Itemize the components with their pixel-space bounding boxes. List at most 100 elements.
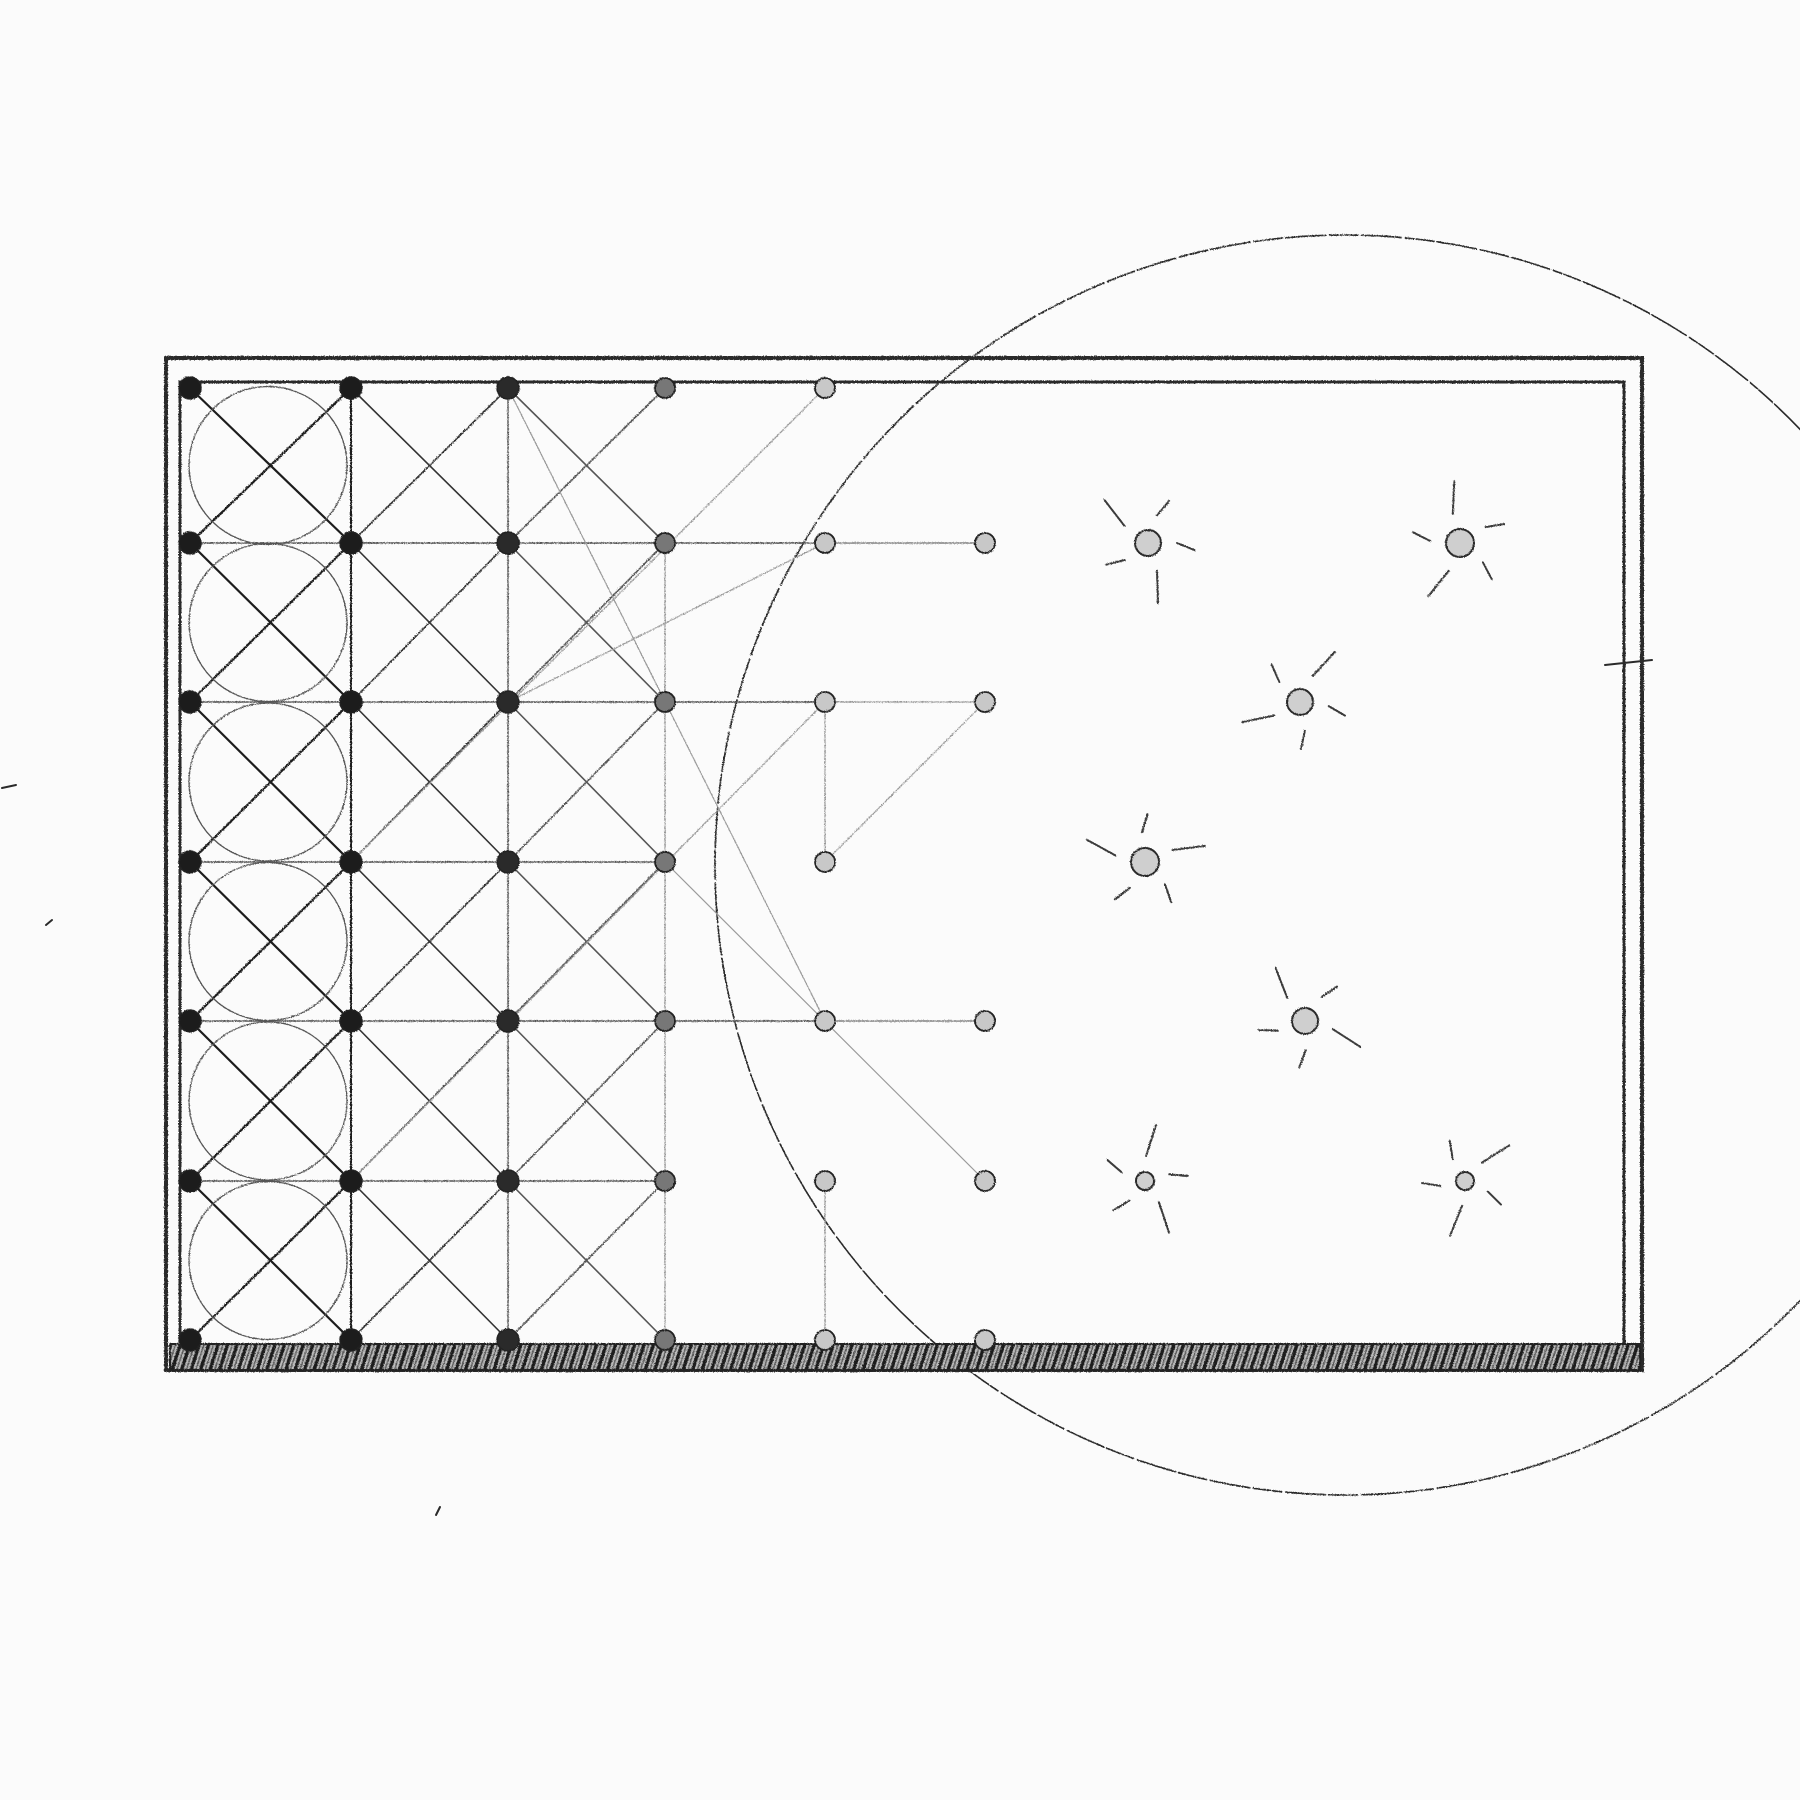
scribble-mark	[1155, 499, 1171, 517]
scribble-mark	[1484, 523, 1506, 529]
lattice-node	[178, 376, 202, 400]
lattice-node	[178, 1328, 202, 1352]
scribble-mark	[1270, 663, 1281, 683]
lattice-diagonal	[507, 542, 826, 703]
lattice-node	[178, 690, 202, 714]
lattice-diagonal	[350, 387, 509, 544]
lattice-node	[974, 532, 996, 554]
lattice-node	[814, 851, 836, 873]
lattice-node	[814, 377, 836, 399]
large-background-circle	[714, 234, 1800, 1496]
scribble-mark	[1157, 1200, 1170, 1234]
blob-node	[1445, 528, 1475, 558]
scribble-mark	[1163, 883, 1173, 904]
lattice-node	[339, 1169, 363, 1193]
scribble-mark	[1103, 499, 1126, 527]
scribble-mark	[1112, 1199, 1131, 1212]
lattice-diagonal	[189, 542, 352, 703]
lattice-node	[178, 1169, 202, 1193]
scribble-mark	[1327, 705, 1346, 717]
lattice-node	[496, 850, 520, 874]
scribble-mark	[1113, 886, 1131, 901]
scribble-mark	[1331, 1028, 1362, 1048]
lattice-node	[814, 691, 836, 713]
lattice-node	[178, 1009, 202, 1033]
outline-circle	[188, 385, 348, 546]
scribble-mark	[1241, 714, 1276, 724]
outline-circle	[188, 542, 348, 703]
lattice-node	[814, 1329, 836, 1351]
lattice-diagonal	[507, 387, 666, 544]
scribble-mark	[1311, 650, 1336, 677]
outline-circle	[188, 1180, 348, 1341]
outline-circle	[188, 861, 348, 1022]
double-frame	[164, 356, 1644, 1372]
lattice-node	[339, 376, 363, 400]
lattice-node	[654, 1170, 676, 1192]
lattice-node	[178, 531, 202, 555]
lattice-node	[496, 531, 520, 555]
scribble-mark	[1155, 569, 1159, 605]
scribble-mark	[1145, 1124, 1158, 1158]
lattice-node	[178, 850, 202, 874]
scribble-mark	[1451, 480, 1456, 515]
lattice-node	[496, 1328, 520, 1352]
lattice-diagonal	[189, 1020, 352, 1182]
outline-circle	[188, 1021, 348, 1181]
lattice-diagonal	[189, 387, 352, 544]
lattice-node	[814, 1170, 836, 1192]
lattice-node	[654, 1010, 676, 1032]
lattice-node	[339, 850, 363, 874]
lattice-node	[496, 376, 520, 400]
scribble-mark	[1141, 813, 1149, 834]
lattice-node	[654, 532, 676, 554]
lattice-diagonal	[350, 861, 509, 1022]
scribble-mark	[1176, 542, 1196, 552]
lattice-node	[339, 1009, 363, 1033]
lattice-node	[974, 691, 996, 713]
lattice-node	[814, 532, 836, 554]
lattice-node	[974, 1329, 996, 1351]
lattice-diagonal	[507, 542, 666, 703]
blob-node	[1130, 847, 1160, 877]
hatched-bottom-border	[169, 1343, 1641, 1371]
lattice-node	[654, 377, 676, 399]
lattice-node	[339, 1328, 363, 1352]
lattice-node	[496, 1169, 520, 1193]
scribble-mark	[1480, 1144, 1511, 1164]
lattice-diagonal	[189, 861, 352, 1022]
lattice-diagonal	[350, 542, 509, 703]
scribble-mark	[1320, 985, 1339, 999]
lattice-node	[654, 691, 676, 713]
lattice-node	[496, 1009, 520, 1033]
scribble-mark	[1427, 569, 1450, 598]
scribble-mark	[1299, 729, 1306, 750]
lattice-diagonal	[189, 1180, 352, 1341]
lattice-diagonal	[189, 701, 352, 863]
outline-circle	[188, 702, 348, 862]
scribble-mark	[1412, 531, 1432, 542]
lattice-node	[339, 690, 363, 714]
lattice-diagonal	[350, 701, 826, 1182]
scribble-mark	[1486, 1190, 1502, 1206]
scribble-mark	[1421, 1182, 1442, 1187]
lattice-node	[654, 1329, 676, 1351]
lattice-node	[974, 1170, 996, 1192]
lattice-diagonal	[350, 387, 826, 863]
lattice-node	[339, 531, 363, 555]
blob-node	[1291, 1007, 1319, 1035]
lattice-pattern	[178, 376, 996, 1352]
scribble-mark	[1449, 1204, 1464, 1237]
stray-marks	[1, 659, 1653, 1516]
scribble-mark	[1105, 559, 1126, 566]
scribble-mark	[1274, 966, 1289, 1000]
lattice-diagonal	[507, 701, 666, 863]
scribble-mark	[1168, 1173, 1189, 1177]
lattice-node	[814, 1010, 836, 1032]
scribble-mark	[1298, 1048, 1307, 1069]
lattice-diagonal	[507, 1180, 666, 1341]
lattice-diagonal	[350, 1180, 509, 1341]
scribble-mark	[1171, 844, 1206, 851]
scribble-mark	[1086, 838, 1117, 857]
scribble-mark	[1257, 1028, 1279, 1032]
